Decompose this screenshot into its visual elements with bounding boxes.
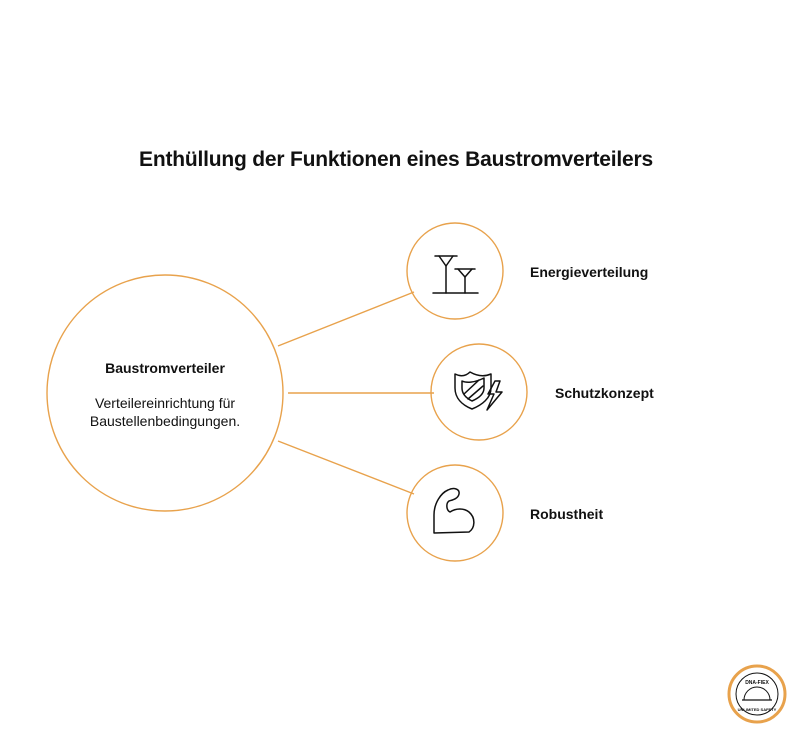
flexed-arm-icon xyxy=(433,487,475,534)
center-circle xyxy=(46,274,284,512)
node-circle-energy xyxy=(406,222,504,320)
shield-lightning-icon xyxy=(454,371,503,411)
node-circle-protection xyxy=(430,343,528,441)
center-title: Baustromverteiler xyxy=(105,360,225,376)
node-label-robustness: Robustheit xyxy=(530,506,604,522)
logo-text-top: DNA-FIEX xyxy=(745,680,769,686)
connector-energy xyxy=(277,291,415,347)
center-node: Baustromverteiler Verteilereinrichtung f… xyxy=(50,360,280,430)
logo-text-bottom: UNLIMITED SAFETY xyxy=(738,707,777,712)
connector-robustness xyxy=(277,440,415,495)
page-title: Enthüllung der Funktionen eines Baustrom… xyxy=(139,148,653,171)
center-description: Verteilereinrichtung für Baustellenbedin… xyxy=(89,395,241,429)
node-circle-robustness xyxy=(406,464,504,562)
node-label-energy: Energieverteilung xyxy=(530,264,649,280)
power-line-icon xyxy=(432,255,479,294)
logo: DNA-FIEX UNLIMITED SAFETY xyxy=(727,664,787,724)
node-label-protection: Schutzkonzept xyxy=(555,385,654,401)
